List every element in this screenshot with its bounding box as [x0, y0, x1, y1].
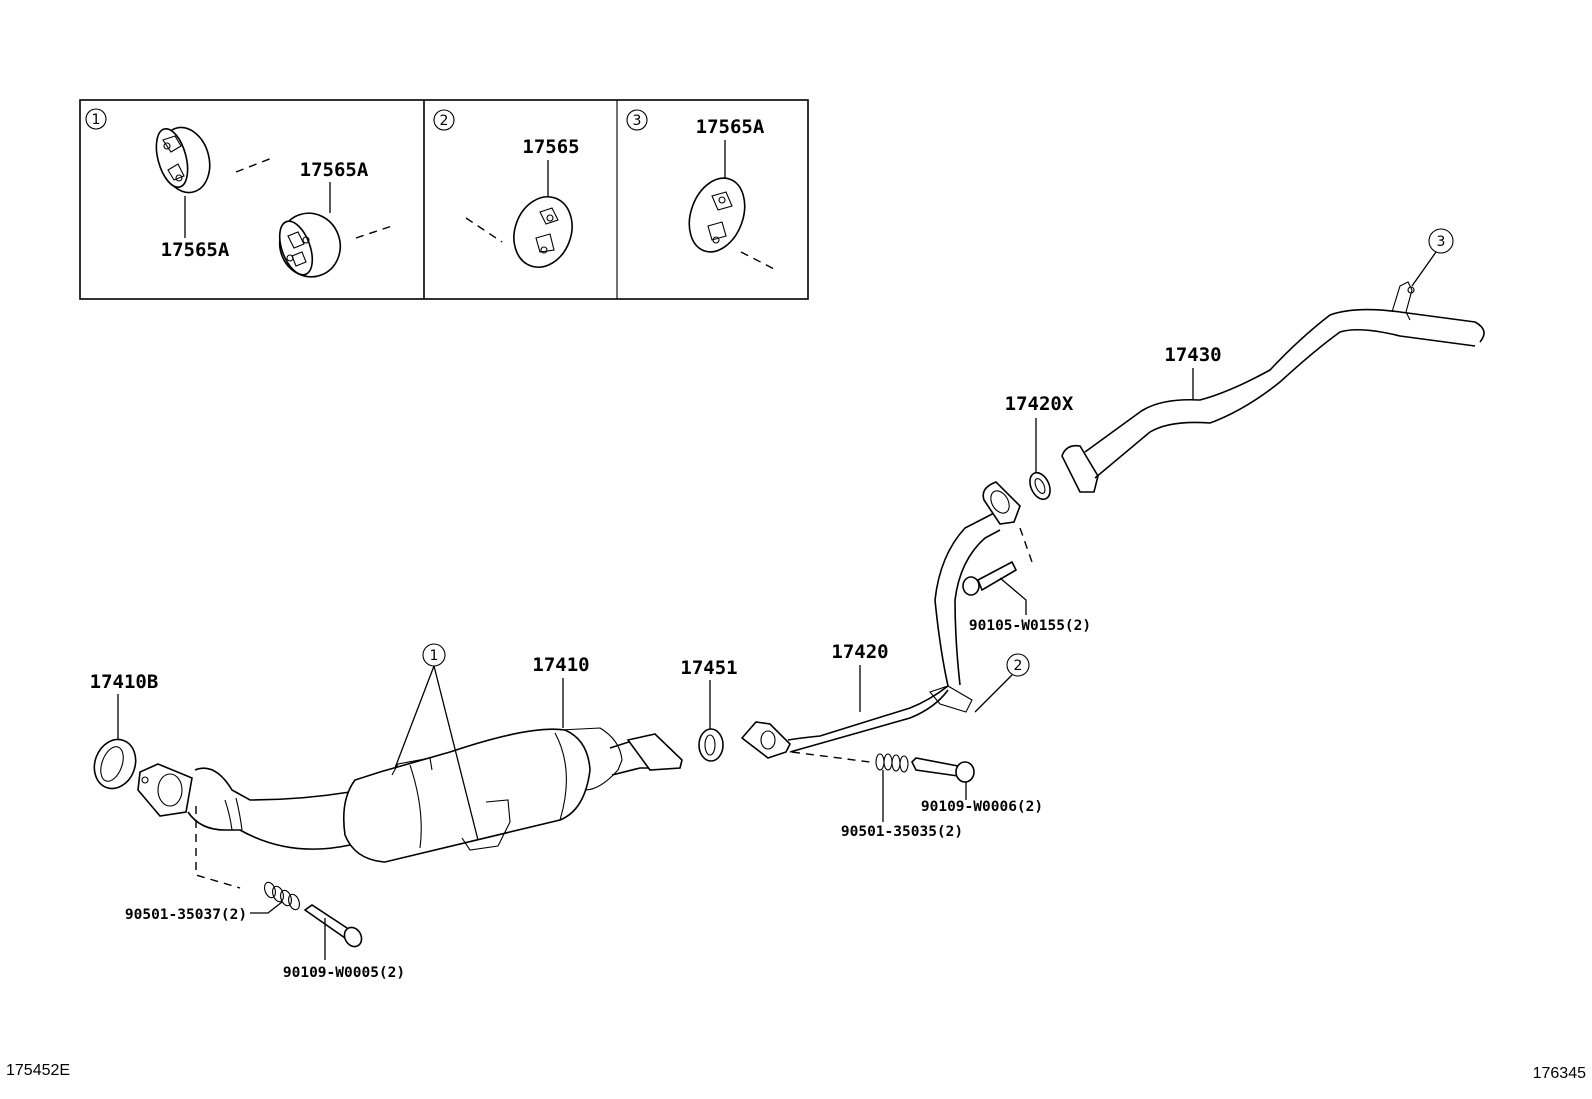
- center-pipe-17420: 17420 2: [740, 481, 1030, 759]
- alignment-dashed-line: [1019, 527, 1033, 563]
- gasket-ring-icon: [93, 738, 137, 790]
- front-pipe-17410: 17410 1: [137, 643, 683, 863]
- flange-icon: [740, 721, 791, 759]
- callout-number: 1: [92, 112, 101, 128]
- flange-icon: [137, 763, 193, 817]
- leader-line: [394, 665, 435, 769]
- compression-spring-icon: [264, 881, 300, 911]
- leader-line: [250, 901, 283, 914]
- hanger-rubber-icon: [688, 177, 746, 253]
- leader-line: [1411, 251, 1437, 287]
- bolt-icon: [911, 757, 975, 783]
- part-number-label: 17565A: [300, 159, 369, 181]
- rear-fasteners: 90105-W0155(2): [962, 527, 1091, 634]
- gasket-17420x: 17420X: [1005, 393, 1074, 501]
- reference-code-left: 175452E: [6, 1062, 70, 1079]
- bolt-icon: [962, 560, 1018, 596]
- gasket-17451: 17451: [680, 657, 738, 762]
- part-number-label: 17430: [1164, 344, 1221, 366]
- part-number-label: 17565A: [161, 239, 230, 261]
- hanger-pin-icon: [235, 157, 273, 173]
- leader-line: [999, 577, 1027, 615]
- fastener-number-label: 90501-35035(2): [841, 824, 963, 840]
- fastener-number-label: 90105-W0155(2): [969, 618, 1091, 634]
- hanger-pin-icon: [355, 225, 393, 239]
- flange-icon: [982, 481, 1021, 525]
- callout-number: 3: [633, 113, 642, 129]
- callout-number: 1: [430, 648, 439, 664]
- flange-icon: [1061, 444, 1099, 493]
- center-fasteners: 90501-35035(2) 90109-W0006(2): [791, 751, 1043, 840]
- part-number-label: 17420: [831, 641, 888, 663]
- compression-spring-icon: [875, 753, 909, 773]
- fastener-number-label: 90501-35037(2): [125, 907, 247, 923]
- hanger-bracket-icon: [929, 685, 973, 713]
- alignment-dashed-line: [195, 806, 241, 889]
- hanger-pin-icon: [740, 251, 777, 271]
- callout-number: 3: [1437, 234, 1446, 250]
- callout-circle: [1006, 653, 1030, 677]
- hanger-rubber-icon: [513, 196, 573, 268]
- part-number-label: 17565: [522, 136, 579, 158]
- gasket-ring-icon: [1029, 471, 1051, 501]
- inset-panel-1: 1 17565A 17565A: [85, 108, 393, 278]
- part-number-label: 17451: [680, 657, 737, 679]
- hanger-rubber-icon: [278, 212, 342, 278]
- hanger-pin-icon: [465, 217, 503, 243]
- callout-circle: [85, 108, 107, 130]
- callout-circle: [433, 109, 455, 131]
- fastener-number-label: 90109-W0005(2): [283, 965, 405, 981]
- part-number-label: 17410B: [90, 671, 159, 693]
- front-fasteners: 90501-35037(2) 90109-W0005(2): [125, 806, 405, 981]
- hanger-bracket-icon: [1391, 281, 1413, 321]
- callout-circle: [626, 109, 648, 131]
- bolt-icon: [303, 904, 363, 948]
- inset-panels: 1 17565A 17565A: [79, 99, 809, 300]
- part-number-label: 17410: [532, 654, 589, 676]
- alignment-dashed-line: [791, 751, 871, 763]
- callout-number: 2: [440, 113, 449, 129]
- part-number-label: 17565A: [696, 116, 765, 138]
- gasket-ring-icon: [698, 728, 724, 762]
- gasket-17410b: 17410B: [90, 671, 159, 790]
- fastener-number-label: 90109-W0006(2): [921, 799, 1043, 815]
- inset-frame: [79, 99, 809, 300]
- flange-icon: [626, 733, 683, 771]
- inset-panel-2: 2 17565: [433, 109, 580, 268]
- callout-circle: [1428, 228, 1454, 254]
- part-number-label: 17420X: [1005, 393, 1074, 415]
- tail-pipe-17430: 17430 3: [1061, 228, 1485, 493]
- inset-panel-3: 3 17565A: [626, 109, 777, 271]
- callout-number: 2: [1014, 658, 1023, 674]
- reference-code-right: 176345: [1533, 1065, 1586, 1082]
- leader-line: [433, 665, 479, 841]
- leader-line: [974, 674, 1013, 713]
- hanger-rubber-icon: [155, 126, 211, 194]
